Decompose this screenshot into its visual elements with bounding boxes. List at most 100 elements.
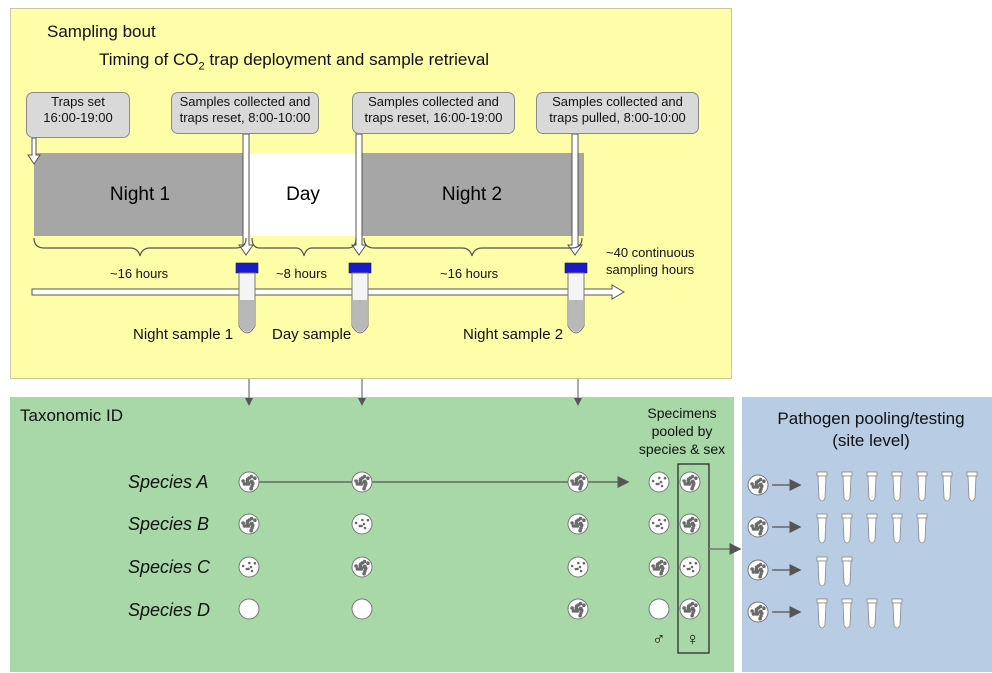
timeline-arrow <box>31 284 625 300</box>
duration-braces <box>33 237 583 257</box>
callout-line: traps reset, 8:00-10:00 <box>179 110 311 125</box>
duration-day: ~8 hours <box>276 266 327 281</box>
female-symbol: ♀ <box>686 629 700 649</box>
specimen-grid <box>238 471 978 629</box>
brace-night-2 <box>363 237 583 257</box>
pcr-tube <box>866 598 878 629</box>
pathogen-line: (site level) <box>832 431 910 450</box>
callout-arrows <box>27 133 583 256</box>
sample-tubes <box>235 262 588 334</box>
male-symbol: ♂ <box>652 629 666 649</box>
specimen-circle <box>238 598 260 620</box>
pcr-tube <box>891 471 903 502</box>
pcr-tube <box>891 513 903 544</box>
subtitle-text-post: trap deployment and sample retrieval <box>204 50 490 69</box>
duration-night-1: ~16 hours <box>110 266 169 281</box>
female-pool-box <box>677 463 710 654</box>
specimen-circle <box>351 513 373 535</box>
specimen-circle <box>567 556 589 578</box>
arrow-traps-set <box>27 137 41 165</box>
bout-subtitle: Timing of CO2 trap deployment and sample… <box>99 50 489 72</box>
arrow-sample-1 <box>238 133 254 256</box>
pcr-tube <box>841 598 853 629</box>
specimen-circle <box>679 598 701 620</box>
specimen-circle <box>567 598 589 620</box>
subtitle-subscript: 2 <box>198 60 205 73</box>
pcr-tube <box>866 471 878 502</box>
specimen-circle <box>567 471 589 493</box>
pooled-specimen-circle <box>747 516 769 538</box>
specimen-circle <box>648 471 670 493</box>
pcr-tube <box>941 471 953 502</box>
specimen-circle <box>238 556 260 578</box>
specimen-circle <box>679 513 701 535</box>
pooled-specimen-circle <box>747 559 769 581</box>
pcr-tube <box>816 556 828 587</box>
bout-title: Sampling bout <box>47 22 156 41</box>
pathogen-testing-panel <box>742 397 992 672</box>
continuous-line: sampling hours <box>606 262 695 277</box>
specimen-circle <box>351 556 373 578</box>
pcr-tube <box>816 471 828 502</box>
pathogen-title: Pathogen pooling/testing (site level) <box>760 408 982 452</box>
pooled-line: pooled by <box>651 423 713 439</box>
sample-tube-2 <box>348 262 372 334</box>
specimen-circle <box>238 471 260 493</box>
callout-line: Samples collected and <box>179 94 311 109</box>
brace-day <box>251 237 357 257</box>
specimen-circle <box>238 513 260 535</box>
pcr-tube <box>841 556 853 587</box>
pcr-tube <box>891 598 903 629</box>
specimen-circle <box>648 513 670 535</box>
period-label: Day <box>286 183 320 205</box>
pcr-tube <box>916 471 928 502</box>
pcr-tube <box>866 513 878 544</box>
pcr-tube <box>966 471 978 502</box>
pcr-tube <box>816 598 828 629</box>
specimen-circle <box>679 471 701 493</box>
period-label: Night 2 <box>441 183 503 205</box>
pooled-specimen-circle <box>747 601 769 623</box>
specimen-circle <box>679 556 701 578</box>
taxonomic-id-panel <box>10 397 734 672</box>
pooled-label: Specimens pooled by species & sex <box>634 404 730 458</box>
period-label: Night 1 <box>109 183 171 205</box>
pcr-tube <box>916 513 928 544</box>
species-label-a: Species A <box>128 472 209 492</box>
species-label-d: Species D <box>128 600 211 620</box>
sample-tube-1 <box>235 262 259 334</box>
sample-label-night-1: Night sample 1 <box>133 326 234 343</box>
callout-line: traps pulled, 8:00-10:00 <box>549 110 686 125</box>
pooled-line: species & sex <box>638 441 726 457</box>
callout-line: traps reset, 16:00-19:00 <box>364 110 503 125</box>
specimen-circle <box>648 598 670 620</box>
pathogen-line: Pathogen pooling/testing <box>777 409 965 428</box>
callout-line: Samples collected and <box>368 94 499 109</box>
callout-line: 16:00-19:00 <box>43 110 113 125</box>
duration-night-2: ~16 hours <box>440 266 499 281</box>
pooled-specimen-circle <box>747 474 769 496</box>
pcr-tube <box>816 513 828 544</box>
period-day: Day <box>250 153 356 236</box>
species-label-b: Species B <box>128 514 210 534</box>
arrow-sample-3 <box>567 133 583 256</box>
pooled-line: Specimens <box>647 405 717 421</box>
period-night-2: Night 2 <box>360 153 584 236</box>
specimen-circle <box>351 598 373 620</box>
sample-tube-3 <box>564 262 588 334</box>
callout-line: Samples collected and <box>552 94 683 109</box>
taxonomic-title: Taxonomic ID <box>20 406 123 425</box>
pcr-tube <box>841 471 853 502</box>
specimen-circle <box>648 556 670 578</box>
subtitle-text: Timing of CO <box>99 50 199 69</box>
panel-arrows <box>245 379 582 406</box>
period-night-1: Night 1 <box>34 153 246 236</box>
arrow-sample-2 <box>351 133 367 256</box>
species-label-c: Species C <box>128 557 211 577</box>
sample-label-day: Day sample <box>272 326 352 343</box>
